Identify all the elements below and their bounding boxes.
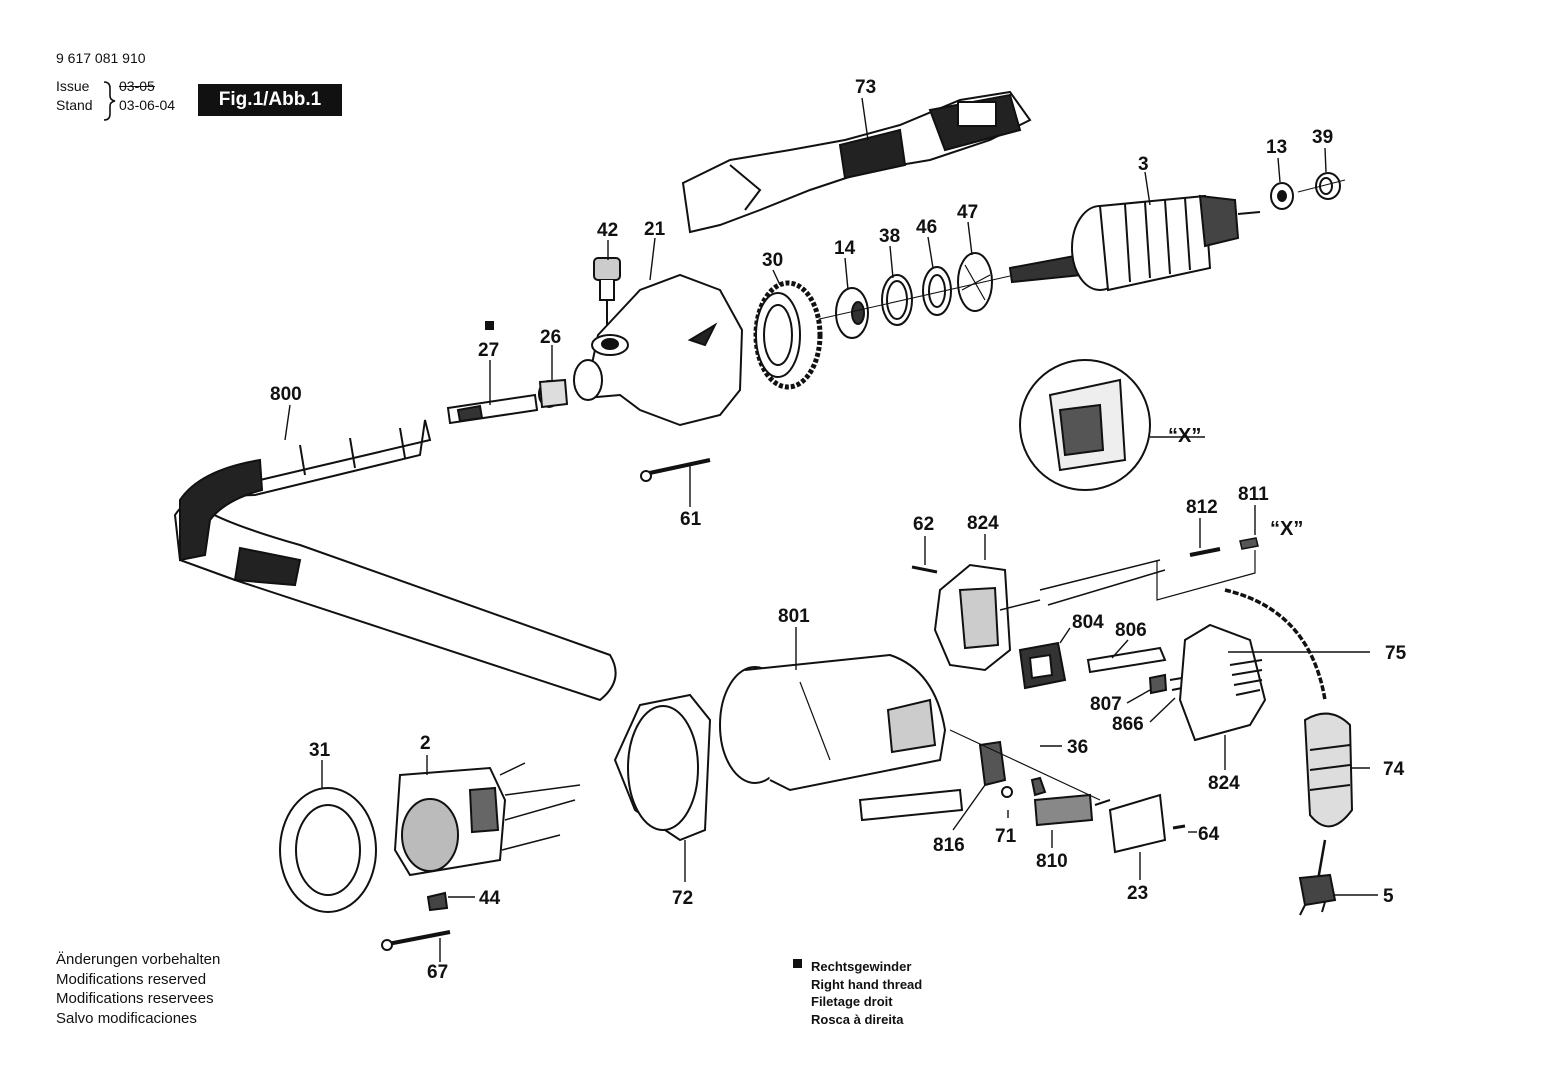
note-line: Änderungen vorbehalten	[56, 951, 221, 968]
part-label-61: 61	[680, 509, 702, 530]
part-label-74: 74	[1383, 759, 1405, 780]
bearing-small-drawing	[1270, 172, 1346, 210]
part-label-26: 26	[540, 327, 561, 348]
detail-x-drawing	[1019, 359, 1205, 491]
flexible-shaft-drawing	[173, 419, 617, 702]
part-label-75: 75	[1385, 643, 1407, 664]
detail-x-label: “X”	[1168, 425, 1201, 447]
part-label-13: 13	[1266, 137, 1287, 158]
part-label-800: 800	[270, 384, 302, 405]
dust-bag-drawing	[681, 90, 1032, 234]
part-label-44: 44	[479, 888, 501, 909]
part-label-71: 71	[995, 826, 1017, 847]
figure-label: Fig.1/Abb.1	[198, 84, 342, 116]
detail-x-ref-label: “X”	[1270, 518, 1303, 540]
motor-housing-drawing	[719, 653, 947, 792]
part-label-866: 866	[1112, 714, 1144, 735]
switch-parts-drawing	[1018, 641, 1183, 695]
stand-date: 03-06-04	[119, 97, 176, 113]
part-labels: 73 13 39 3 42 21 30 14 38 46 47 27 26 80…	[270, 77, 1407, 983]
screw-61-drawing	[640, 458, 711, 482]
part-label-72: 72	[672, 888, 693, 909]
note-line: Modifications reserved	[56, 970, 207, 988]
thread-legend: Rechtsgewinder Right hand thread Filetag…	[793, 958, 922, 1028]
part-label-62: 62	[913, 514, 934, 535]
legend-line: Right hand thread	[811, 976, 923, 992]
part-label-812: 812	[1186, 497, 1218, 518]
electronics-drawing	[858, 729, 1186, 854]
legend-line: Filetage droit	[811, 994, 893, 1009]
issue-date: 03-05	[119, 78, 155, 94]
issue-label: Issue	[56, 78, 90, 94]
note-line: Modifications reservees	[56, 990, 214, 1007]
part-label-5: 5	[1383, 886, 1394, 907]
grease-cap-drawing	[593, 257, 621, 325]
gear-drawing	[753, 280, 823, 390]
part-label-816: 816	[933, 835, 965, 856]
part-label-31: 31	[309, 740, 331, 761]
part-label-807: 807	[1090, 694, 1122, 715]
thread-marker-icon	[485, 321, 494, 330]
document-number: 9 617 081 910	[56, 50, 146, 66]
part-label-806: 806	[1115, 620, 1147, 641]
gasket-drawing	[613, 693, 712, 842]
part-label-3: 3	[1138, 154, 1149, 175]
power-cord-drawing	[1224, 588, 1354, 916]
header-brace	[103, 81, 116, 121]
part-label-73: 73	[855, 77, 876, 98]
part-label-67: 67	[427, 962, 448, 983]
modification-notes: Änderungen vorbehalten Modifications res…	[56, 950, 220, 1028]
part-label-804: 804	[1072, 612, 1104, 633]
legend-line: Rechtsgewinder	[811, 959, 912, 974]
legend-square-icon	[793, 959, 802, 968]
part-label-36: 36	[1067, 737, 1088, 758]
part-label-824-top: 824	[967, 513, 999, 534]
part-label-27: 27	[478, 340, 499, 361]
part-label-2: 2	[420, 733, 431, 754]
part-label-42: 42	[597, 220, 618, 241]
switch-cover-drawing	[911, 563, 1012, 672]
spindle-drawing	[446, 378, 569, 425]
armature-drawing	[1008, 194, 1261, 292]
stand-label: Stand	[56, 97, 93, 113]
leader-lines	[284, 97, 1378, 962]
part-label-30: 30	[762, 250, 783, 271]
stator-drawing	[279, 762, 581, 951]
part-label-810: 810	[1036, 851, 1068, 872]
part-label-47: 47	[957, 202, 978, 223]
part-label-811: 811	[1238, 484, 1269, 505]
legend-line: Rosca à direita	[811, 1011, 904, 1027]
bearing-rings-drawing	[814, 252, 1011, 339]
part-label-39: 39	[1312, 127, 1333, 148]
part-label-23: 23	[1127, 883, 1148, 904]
part-label-46: 46	[916, 217, 937, 238]
part-label-64: 64	[1198, 824, 1220, 845]
part-label-14: 14	[834, 238, 856, 259]
rear-cover-drawing	[1178, 623, 1267, 742]
gear-housing-drawing	[573, 273, 744, 427]
part-label-801: 801	[778, 606, 810, 627]
switch-wiring-drawing	[999, 537, 1259, 611]
part-label-38: 38	[879, 226, 900, 247]
part-label-21: 21	[644, 219, 666, 240]
part-label-824-bottom: 824	[1208, 773, 1240, 794]
note-line: Salvo modificaciones	[56, 1009, 197, 1027]
